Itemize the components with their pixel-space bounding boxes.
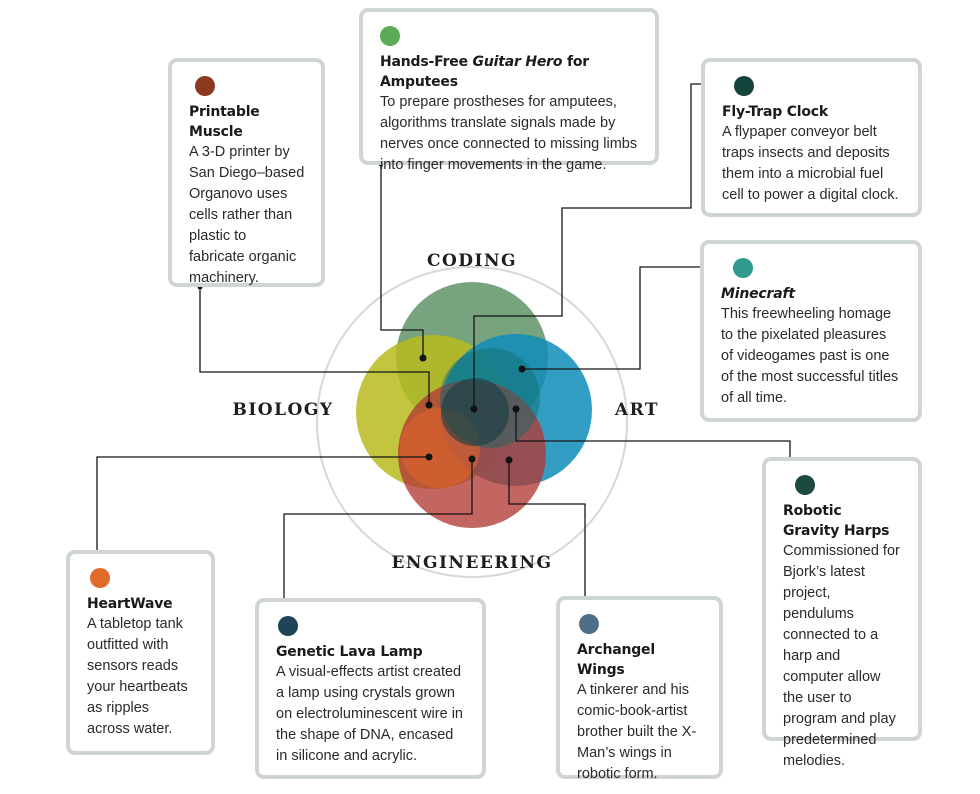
- field-label-coding: CODING: [427, 251, 517, 271]
- gravity-harps-body: Commissioned for Bjork’s latest project,…: [783, 543, 900, 769]
- lava-lamp-dot-icon: [278, 616, 298, 636]
- guitar-hero-title-game: Guitar Hero: [472, 54, 563, 70]
- card-gravity-harps: Robotic Gravity Harps Commissioned for B…: [762, 457, 922, 769]
- minecraft-body: This freewheeling homage to the pixelate…: [721, 306, 899, 406]
- connector-archangel-wings: [508, 460, 586, 625]
- guitar-hero-dot-icon: [380, 26, 400, 46]
- archangel-wings-body: A tinkerer and his comic-book-artist bro…: [577, 682, 697, 782]
- endpoint-dot: [512, 405, 520, 413]
- endpoint-dot: [518, 365, 526, 373]
- guitar-hero-title-suffix: for Amputees: [380, 54, 589, 90]
- heartwave-dot-icon: [90, 568, 110, 588]
- printable-muscle-dot-icon: [195, 76, 215, 96]
- lava-lamp-title: Genetic Lava Lamp: [276, 644, 423, 660]
- connector-guitar-hero: [380, 164, 424, 358]
- guitar-hero-title-prefix: Hands-Free: [380, 54, 473, 70]
- endpoint-dot: [425, 401, 433, 409]
- card-flytrap-clock: Fly-Trap Clock A flypaper conveyor belt …: [701, 58, 922, 217]
- endpoint-dot: [470, 405, 478, 413]
- guitar-hero-title: Hands-Free Guitar Hero for Amputees: [380, 52, 639, 92]
- flytrap-clock-title: Fly-Trap Clock: [722, 104, 829, 120]
- archangel-wings-title: Archangel Wings: [577, 642, 655, 678]
- card-minecraft: Minecraft This freewheeling homage to th…: [700, 240, 922, 422]
- connector-flytrap-clock: [473, 83, 729, 409]
- field-label-art: ART: [614, 400, 659, 420]
- connector-lava-lamp: [283, 459, 473, 627]
- card-heartwave: HeartWave A tabletop tank outfitted with…: [66, 550, 215, 755]
- endpoint-dot: [419, 354, 427, 362]
- flytrap-clock-body: A flypaper conveyor belt traps insects a…: [722, 124, 899, 203]
- printable-muscle-body: A 3-D printer by San Diego–based Organov…: [189, 144, 305, 286]
- gravity-harps-title: Robotic Gravity Harps: [783, 503, 890, 539]
- field-label-engineering: ENGINEERING: [391, 553, 552, 573]
- minecraft-dot-icon: [733, 258, 753, 278]
- endpoint-dot: [425, 453, 433, 461]
- guitar-hero-body: To prepare prostheses for amputees, algo…: [380, 94, 638, 173]
- connector-printable-muscle: [199, 287, 430, 405]
- heartwave-body: A tabletop tank outfitted with sensors r…: [87, 616, 188, 737]
- guide-ring: [316, 266, 628, 578]
- connector-minecraft: [522, 266, 727, 370]
- lava-lamp-body: A visual-effects artist created a lamp u…: [276, 664, 463, 764]
- card-printable-muscle: Printable Muscle A 3-D printer by San Di…: [168, 58, 325, 287]
- heartwave-title: HeartWave: [87, 596, 173, 612]
- card-archangel-wings: Archangel Wings A tinkerer and his comic…: [556, 596, 723, 782]
- field-label-biology: BIOLOGY: [232, 400, 333, 420]
- archangel-wings-dot-icon: [579, 614, 599, 634]
- connector-heartwave: [96, 456, 429, 578]
- endpoint-dot: [468, 455, 476, 463]
- gravity-harps-dot-icon: [795, 475, 815, 495]
- endpoint-dot: [505, 456, 513, 464]
- flytrap-clock-dot-icon: [734, 76, 754, 96]
- card-guitar-hero: Hands-Free Guitar Hero for Amputees To p…: [359, 8, 659, 173]
- printable-muscle-title: Printable Muscle: [189, 104, 260, 140]
- card-lava-lamp: Genetic Lava Lamp A visual-effects artis…: [255, 598, 486, 779]
- minecraft-title: Minecraft: [721, 286, 795, 302]
